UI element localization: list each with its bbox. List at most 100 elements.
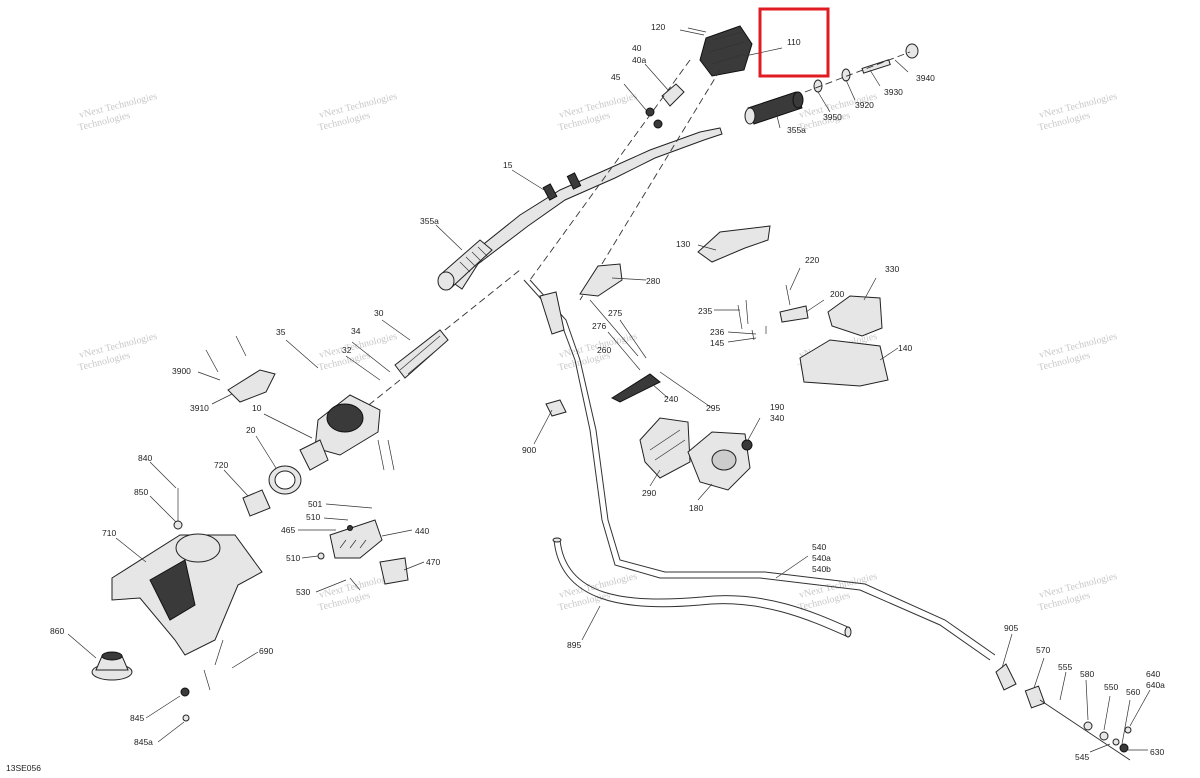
bar-end-parts <box>804 43 919 93</box>
label-850: 850 <box>134 487 148 497</box>
label-40: 40 <box>632 43 642 53</box>
ring-20 <box>268 465 302 495</box>
bracket-3910 <box>205 335 276 403</box>
label-860: 860 <box>50 626 64 636</box>
label-905: 905 <box>1004 623 1018 633</box>
label-30: 30 <box>374 308 384 318</box>
label-140: 140 <box>898 343 912 353</box>
label-190: 190 <box>770 402 784 412</box>
label-845: 845 <box>130 713 144 723</box>
label-3950: 3950 <box>823 112 842 122</box>
label-630: 630 <box>1150 747 1164 757</box>
label-3910: 3910 <box>190 403 209 413</box>
riser-clamp <box>529 59 721 301</box>
label-276: 276 <box>592 321 606 331</box>
label-501: 501 <box>308 499 322 509</box>
label-720: 720 <box>214 460 228 470</box>
handlebar <box>451 127 723 290</box>
label-465: 465 <box>281 525 295 535</box>
label-295: 295 <box>706 403 720 413</box>
label-3940: 3940 <box>916 73 935 83</box>
label-510-lower: 510 <box>286 553 300 563</box>
label-180: 180 <box>689 503 703 513</box>
boot-860 <box>91 651 133 681</box>
label-580: 580 <box>1080 669 1094 679</box>
bracket-140 <box>799 339 889 387</box>
handlebar-clamp-upper <box>679 25 753 77</box>
bushing-720 <box>242 489 271 517</box>
throttle-cable <box>523 279 996 661</box>
label-260: 260 <box>597 345 611 355</box>
label-10: 10 <box>252 403 262 413</box>
label-510-upper: 510 <box>306 512 320 522</box>
label-275: 275 <box>608 308 622 318</box>
label-710: 710 <box>102 528 116 538</box>
grip-left <box>437 239 493 291</box>
label-35: 35 <box>276 327 286 337</box>
housing-290 <box>639 417 691 479</box>
label-45: 45 <box>611 72 621 82</box>
label-235: 235 <box>698 306 712 316</box>
hose-895 <box>552 537 852 638</box>
label-540: 540 <box>812 542 826 552</box>
label-34: 34 <box>351 326 361 336</box>
label-355a-mid: 355a <box>420 216 439 226</box>
label-110: 110 <box>787 37 801 47</box>
label-330: 330 <box>885 264 899 274</box>
label-32: 32 <box>342 345 352 355</box>
label-640: 640 <box>1146 669 1160 679</box>
label-550: 550 <box>1104 682 1118 692</box>
steering-base <box>111 488 263 656</box>
cover-330 <box>827 295 883 337</box>
label-440: 440 <box>415 526 429 536</box>
label-470: 470 <box>426 557 440 567</box>
label-555: 555 <box>1058 662 1072 672</box>
grip-right <box>744 91 804 125</box>
label-540b: 540b <box>812 564 831 574</box>
label-3900: 3900 <box>172 366 191 376</box>
label-120: 120 <box>651 22 665 32</box>
label-3920: 3920 <box>855 100 874 110</box>
cover-280 <box>579 263 623 297</box>
label-530: 530 <box>296 587 310 597</box>
label-240: 240 <box>664 394 678 404</box>
label-40a: 40a <box>632 55 646 65</box>
fasteners-845 <box>180 639 224 722</box>
label-540a: 540a <box>812 553 831 563</box>
cable-end-parts <box>995 663 1132 761</box>
part-labels: 120 110 40 40a 45 3940 3930 3920 3950 35… <box>6 22 1165 773</box>
label-280: 280 <box>646 276 660 286</box>
label-15: 15 <box>503 160 513 170</box>
clip-900 <box>545 399 567 417</box>
cover-130 <box>697 225 771 263</box>
label-900: 900 <box>522 445 536 455</box>
label-145: 145 <box>710 338 724 348</box>
diagram-id: 13SE056 <box>6 763 41 773</box>
bracket-440 <box>317 519 409 591</box>
label-895: 895 <box>567 640 581 650</box>
steering-column <box>299 269 521 471</box>
label-340: 340 <box>770 413 784 423</box>
label-3930: 3930 <box>884 87 903 97</box>
cover-180 <box>687 431 753 491</box>
fasteners-235 <box>737 299 767 341</box>
label-560: 560 <box>1126 687 1140 697</box>
label-570: 570 <box>1036 645 1050 655</box>
label-20: 20 <box>246 425 256 435</box>
label-690: 690 <box>259 646 273 656</box>
label-200: 200 <box>830 289 844 299</box>
label-845a: 845a <box>134 737 153 747</box>
bracket-200 <box>779 284 809 323</box>
label-220: 220 <box>805 255 819 265</box>
highlight-box <box>758 7 830 78</box>
label-290: 290 <box>642 488 656 498</box>
